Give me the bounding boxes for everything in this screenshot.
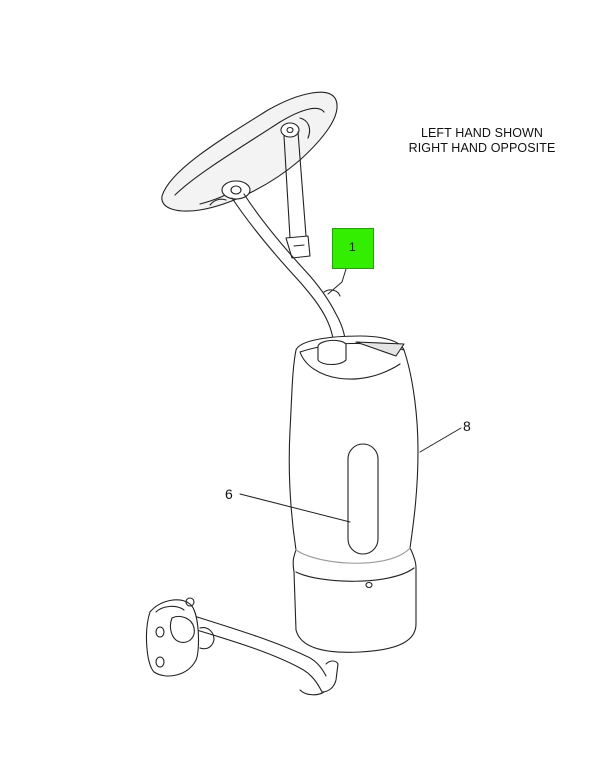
callout-1[interactable]: 1 [349,240,356,254]
upper-support-strut [283,131,311,259]
note-line-1: LEFT HAND SHOWN [420,126,544,140]
leader-line-8 [419,427,462,453]
lower-mounting-bracket [146,597,215,677]
leader-line-6 [239,493,351,523]
note-line-2: RIGHT HAND OPPOSITE [408,141,556,155]
upper-arm-tube [231,193,347,353]
callout-6: 6 [225,486,233,502]
callout-8: 8 [463,418,471,434]
highlighted-part-box[interactable] [332,228,374,269]
upper-mounting-bracket [161,91,338,212]
lower-arm-tube [189,615,339,696]
convex-mirror-slot [347,443,379,555]
orientation-note: LEFT HAND SHOWN RIGHT HAND OPPOSITE [392,126,572,156]
